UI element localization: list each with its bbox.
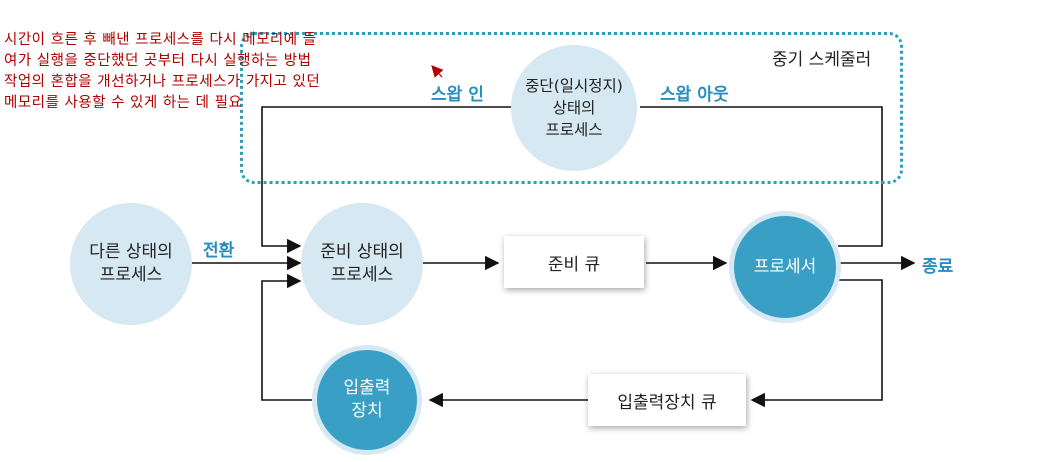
processor-label: 프로세서: [753, 256, 817, 277]
transition-label: 전환: [203, 241, 235, 261]
medium-term-scheduler-label: 중기 스케줄러: [772, 50, 872, 70]
other-state-process-node: 다른 상태의 프로세스: [70, 203, 192, 325]
swap-in-arrow: [261, 106, 512, 254]
annotation-line: 여가 실행을 중단했던 곳부터 다시 실행하는 방법: [4, 53, 312, 69]
swap-in-label: 스왑 인: [431, 85, 484, 105]
ready-state-process-node: 준비 상태의 프로세스: [301, 203, 423, 325]
io-queue-label: 입출력장치 큐: [617, 392, 717, 413]
suspended-process-node: 중단(일시정지) 상태의 프로세스: [511, 45, 637, 171]
medium-term-scheduler-region: [240, 32, 903, 184]
ready-queue-box: 준비 큐: [504, 236, 644, 288]
annotation-line: 시간이 흐른 후 빼낸 프로세스를 다시 메모리에 들: [4, 32, 317, 48]
annotation-line: 메모리를 사용할 수 있게 하는 데 필요: [4, 95, 243, 111]
processor-to-io-queue-arrow: [750, 279, 883, 408]
swap-out-arrow: [640, 106, 883, 247]
suspended-process-label: 중단(일시정지) 상태의 프로세스: [525, 77, 623, 139]
exit-label: 종료: [922, 257, 954, 277]
io-device-to-ready-arrow: [261, 273, 312, 401]
processor-node: 프로세서: [729, 211, 841, 323]
io-queue-box: 입출력장치 큐: [588, 374, 746, 426]
annotation-line: 작업의 혼합을 개선하거나 프로세스가 가지고 있던: [4, 74, 321, 90]
other-state-process-label: 다른 상태의 프로세스: [89, 242, 173, 285]
annotation-note: 시간이 흐른 후 빼낸 프로세스를 다시 메모리에 들 여가 실행을 중단했던 …: [4, 30, 434, 114]
io-device-label: 입출력 장치: [343, 378, 391, 421]
ready-queue-label: 준비 큐: [547, 254, 601, 275]
io-device-node: 입출력 장치: [312, 345, 422, 455]
ready-state-process-label: 준비 상태의 프로세스: [320, 242, 404, 285]
annotation-pointer: [431, 65, 444, 78]
swap-out-label: 스왑 아웃: [660, 85, 729, 105]
